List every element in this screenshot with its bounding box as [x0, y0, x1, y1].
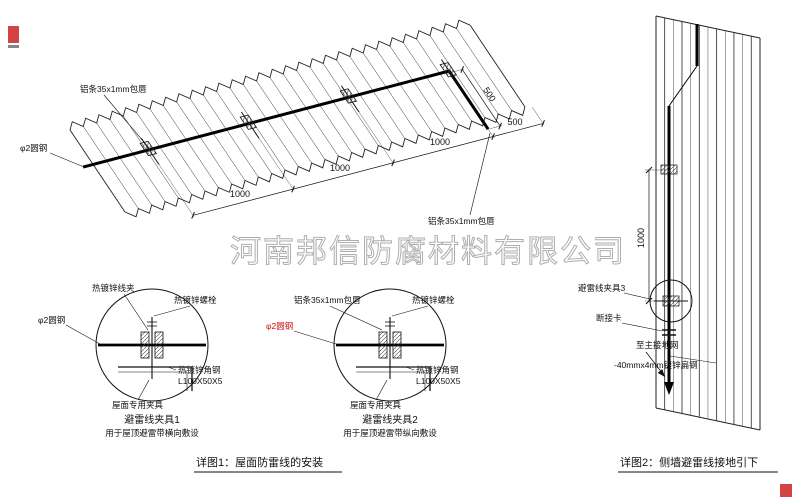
label-clamp3: 避雷线夹具3: [578, 283, 626, 293]
label-angle-steel-2a: 热镀锌角钢: [416, 365, 459, 375]
company-watermark: 河南邦信防腐材料有限公司: [230, 234, 626, 269]
clamp2-title: 避雷线夹具2: [362, 413, 418, 426]
detail1-caption: 详图1：屋面防雷线的安装: [196, 455, 323, 469]
roof-corrugation-lines: [66, 18, 530, 218]
detail2-caption: 详图2：侧墙避雷线接地引下: [620, 455, 758, 469]
clamp1-subtitle: 用于屋顶避雷带横向敷设: [105, 428, 199, 438]
wall-wire-clamp-upper: [660, 164, 678, 175]
dim-500: 500: [507, 117, 522, 127]
wire-connector: [668, 65, 698, 107]
label-to-ground: 至主接地网: [636, 340, 679, 350]
label-roof-clamp-1: 屋面专用夹具: [112, 400, 164, 410]
clamp2-subtitle: 用于屋顶避雷带纵向敷设: [343, 428, 437, 438]
label-round-steel-roof: φ2圆钢: [20, 143, 47, 153]
label-aluminum-strip-right: 铝条35x1mm包唇: [428, 216, 495, 226]
label-flat-steel: -40mmx4mm镀锌扁钢: [614, 360, 698, 370]
label-disconnect: 断接卡: [596, 313, 622, 323]
detail-circle-2: 铝条35x1mm包唇 热镀锌螺栓 φ2圆钢 热镀锌角钢 L100X50X5 屋面…: [266, 287, 461, 438]
label-angle-steel-2b: L100X50X5: [416, 376, 461, 386]
ground-arrowhead: [664, 382, 674, 395]
roof-dimension-lines: [146, 56, 548, 218]
stamp-logo-bottom-right: [780, 484, 792, 497]
label-round-steel-1: φ2圆钢: [38, 315, 65, 325]
wall-dim-1000: 1000: [636, 228, 646, 248]
label-round-steel-2: φ2圆钢: [266, 321, 293, 331]
side-wall-view: 1000 避雷线夹具3 断接卡 至主接地网 -40mmx4mm镀锌扁钢: [578, 15, 761, 431]
label-aluminum-strip-2: 铝条35x1mm包唇: [294, 295, 361, 305]
label-galv-bolt-1: 热镀锌螺栓: [174, 295, 217, 305]
to-ground-arrowhead: [657, 369, 665, 377]
label-aluminum-strip-top: 铝条35x1mm包唇: [80, 84, 147, 94]
detail2-caption-group: 详图2：侧墙避雷线接地引下: [618, 455, 778, 473]
label-galv-bolt-2: 热镀锌螺栓: [412, 295, 455, 305]
dim-1000-2: 1000: [330, 163, 350, 173]
dim-1000-3: 1000: [430, 137, 450, 147]
roof-isometric-view: [56, 16, 548, 235]
detail1-caption-group: 详图1：屋面防雷线的安装: [194, 455, 342, 473]
disconnect-link-symbol: [662, 329, 676, 336]
label-galv-wire-clip-1: 热镀锌线夹: [92, 283, 135, 293]
clamp1-title: 避雷线夹具1: [124, 413, 180, 426]
roof-callouts: 铝条35x1mm包唇 φ2圆钢 铝条35x1mm包唇: [20, 84, 495, 226]
wall-corrugation-lines: [655, 15, 761, 431]
label-angle-steel-1b: L100X50X5: [178, 376, 223, 386]
label-angle-steel-1a: 热镀锌角钢: [178, 365, 221, 375]
detail-circle-1: 热镀锌线夹 热镀锌螺栓 φ2圆钢 热镀锌角钢 L100X50X5 屋面专用夹具 …: [38, 283, 223, 438]
dim-1000-1: 1000: [230, 189, 250, 199]
label-roof-clamp-2: 屋面专用夹具: [350, 400, 402, 410]
wall-dimension: [645, 166, 666, 305]
stamp-logo-top-left: [8, 26, 19, 48]
